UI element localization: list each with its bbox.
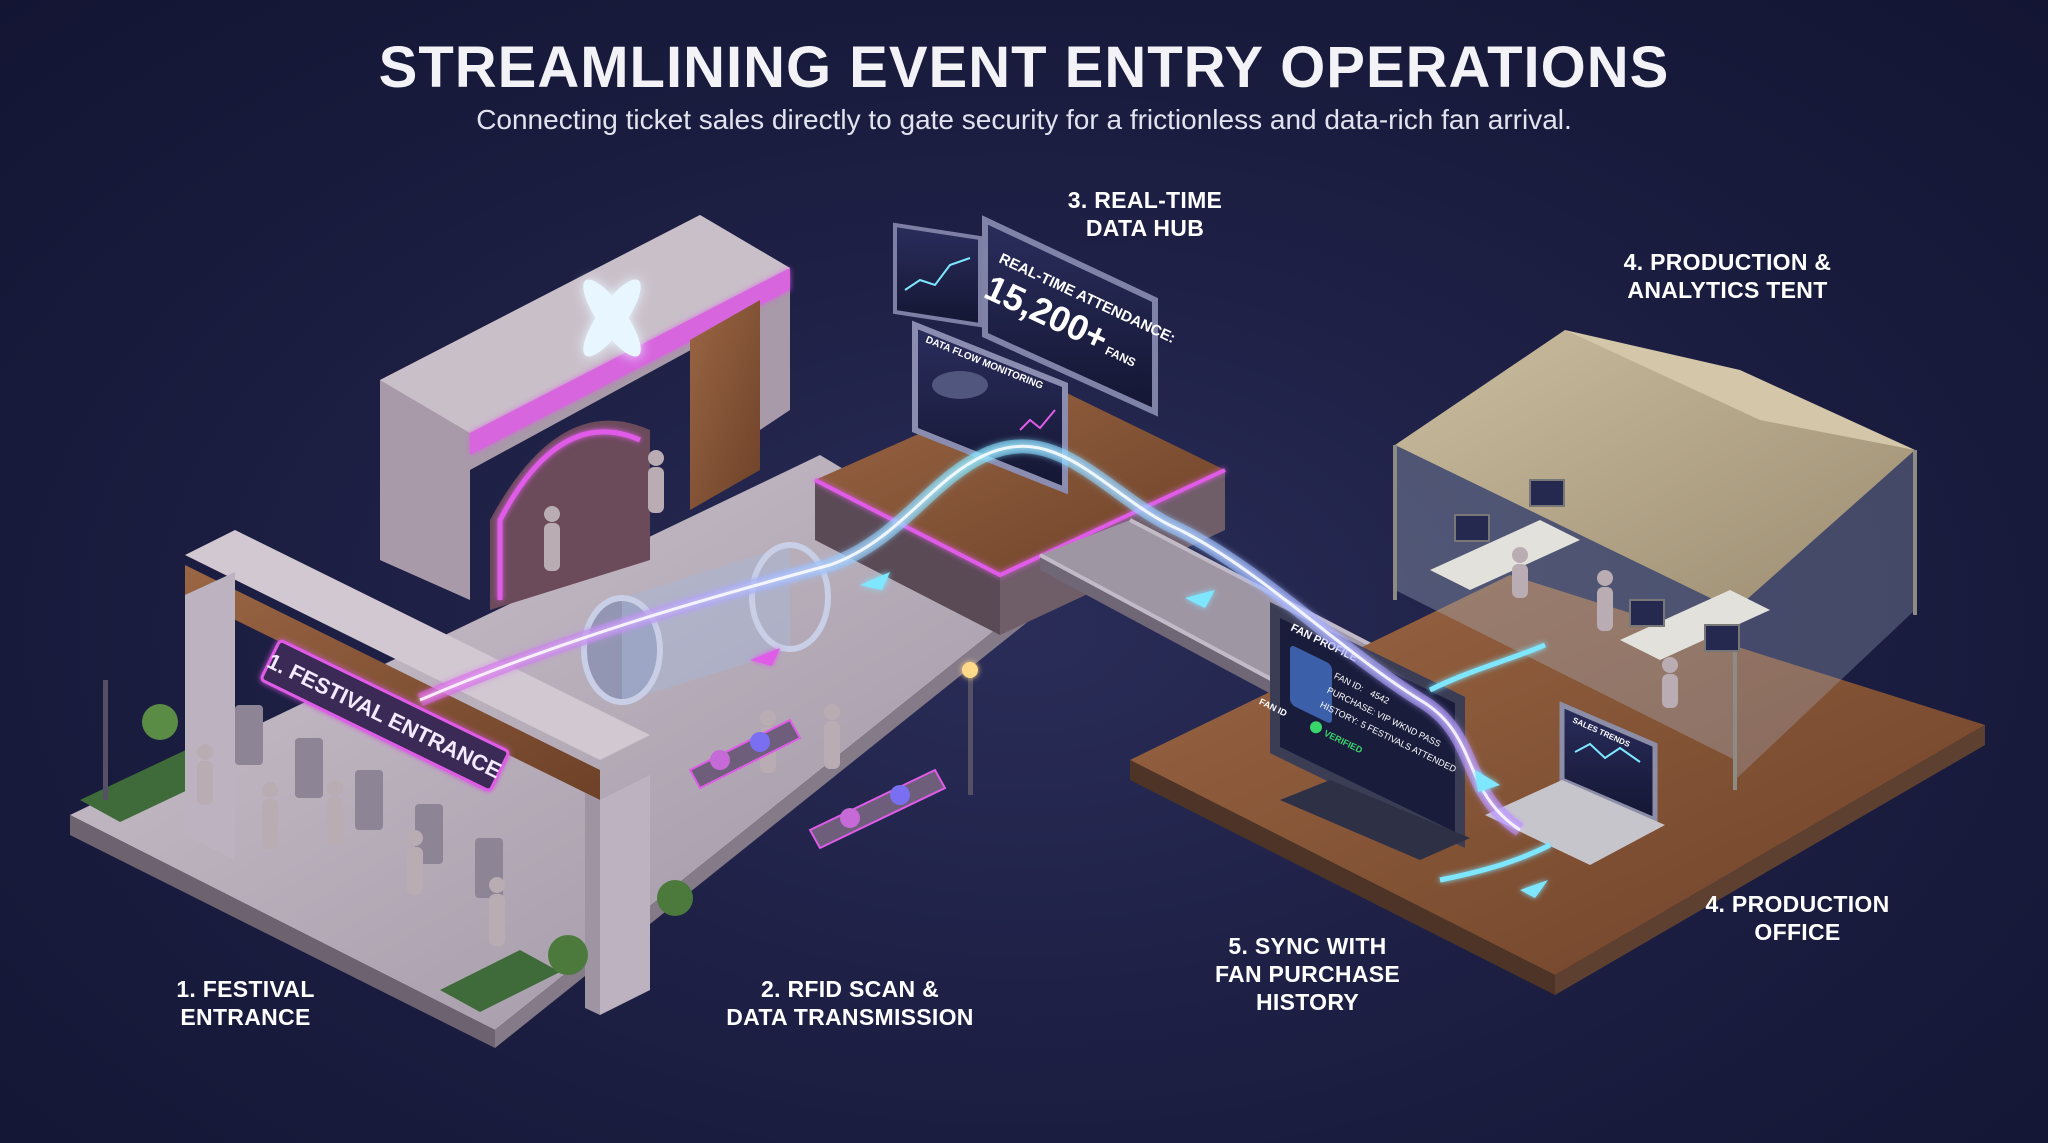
data-hub-attendance-screen: REAL-TIME ATTENDANCE: 15,200+ FANS: [979, 215, 1178, 417]
festival-logo: [583, 279, 641, 357]
callout-data-hub: 3. REAL-TIME DATA HUB: [1050, 186, 1240, 242]
flower-planters: [142, 704, 947, 975]
callout-line: DATA TRANSMISSION: [726, 1004, 974, 1030]
page-subtitle: Connecting ticket sales directly to gate…: [476, 104, 1572, 135]
turnstiles: [235, 705, 503, 898]
callout-line: OFFICE: [1754, 919, 1841, 945]
callout-line: 1. FESTIVAL: [176, 976, 315, 1002]
callout-line: 5. SYNC WITH: [1228, 933, 1387, 959]
fan-profile-monitor: FAN PROFILE FAN ID: 4542 PURCHASE: VIP W…: [1258, 602, 1470, 860]
callout-line: 3. REAL-TIME: [1067, 187, 1223, 213]
flow-arrows: [750, 572, 1548, 898]
callout-sync-fan-history: 5. SYNC WITH FAN PURCHASE HISTORY: [1200, 932, 1415, 1016]
lamp-posts: [103, 662, 978, 800]
callout-line: 4. PRODUCTION &: [1623, 249, 1832, 275]
callout-line: 2. RFID SCAN &: [761, 976, 939, 1002]
data-stream: [417, 439, 1552, 883]
callout-line: 4. PRODUCTION: [1705, 891, 1890, 917]
callout-festival-entrance: 1. FESTIVAL ENTRANCE: [158, 975, 333, 1031]
callout-line: FAN PURCHASE: [1214, 961, 1401, 987]
callout-rfid-scan: 2. RFID SCAN & DATA TRANSMISSION: [710, 975, 990, 1031]
page-title: STREAMLINING EVENT ENTRY OPERATIONS: [378, 35, 1670, 100]
callout-analytics-tent: 4. PRODUCTION & ANALYTICS TENT: [1600, 248, 1855, 304]
data-hub-small-monitor: [893, 222, 982, 328]
entrance-gate: [185, 530, 650, 1015]
festival-arch: [380, 215, 790, 610]
analytics-tent: [1393, 330, 1917, 790]
callout-line: ANALYTICS TENT: [1627, 277, 1828, 303]
callout-line: DATA HUB: [1085, 215, 1205, 241]
callout-production-office: 4. PRODUCTION OFFICE: [1690, 890, 1905, 946]
callout-line: ENTRANCE: [180, 1004, 311, 1030]
callout-line: HISTORY: [1255, 989, 1360, 1015]
